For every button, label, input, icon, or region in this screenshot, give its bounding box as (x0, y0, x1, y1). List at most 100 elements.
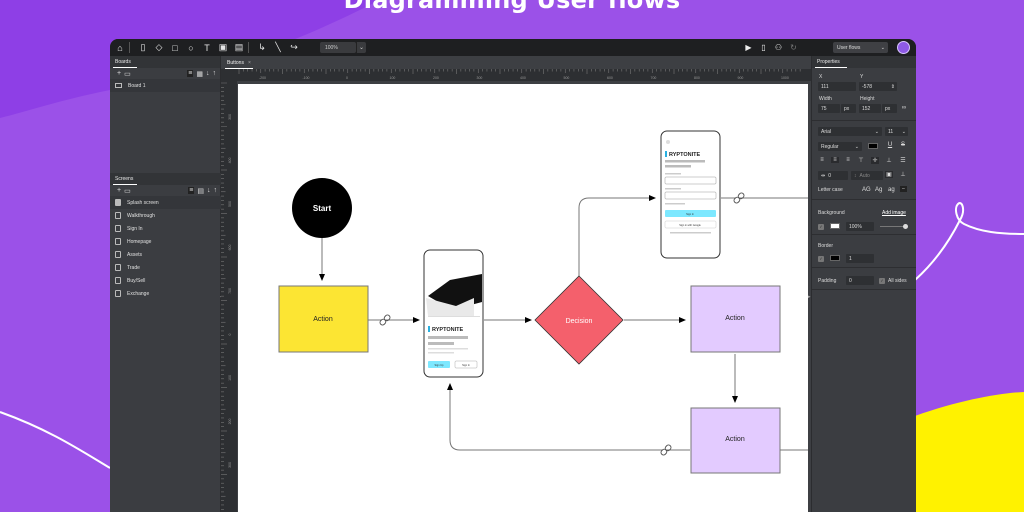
tab-screens[interactable]: Screens (110, 173, 221, 185)
opacity-slider-knob[interactable] (903, 224, 908, 229)
border-checkbox[interactable]: ✓ (818, 256, 824, 262)
screen-item[interactable]: Assets (110, 248, 221, 261)
screen-item[interactable]: Homepage (110, 235, 221, 248)
start-node[interactable] (292, 178, 352, 238)
opacity-slider-track[interactable] (880, 226, 906, 227)
home-icon[interactable]: ⌂ (117, 42, 123, 53)
align-middle-icon[interactable]: ✛ (871, 157, 879, 164)
action-node-yellow[interactable] (278, 285, 369, 353)
text-icon[interactable]: T (204, 42, 210, 53)
screen-item[interactable]: Walkthrough (110, 209, 221, 222)
tab-buttons[interactable]: Buttons × (224, 58, 254, 69)
fixed-size-icon[interactable]: ▣ (885, 171, 893, 178)
diamond-icon[interactable]: ◇ (155, 42, 163, 52)
add-image-link[interactable]: Add image (882, 210, 906, 216)
letter-case-uppercase[interactable]: AG (862, 187, 871, 193)
move-down-icon[interactable]: ↓ (207, 187, 211, 194)
circle-icon[interactable]: ○ (188, 42, 194, 53)
width-input[interactable]: 75 (818, 104, 840, 113)
folder-icon[interactable]: ▭ (124, 70, 131, 78)
page-icon[interactable]: ▯ (140, 42, 146, 52)
x-input[interactable]: 111 (818, 82, 856, 91)
letter-case-lowercase[interactable]: ag (888, 187, 895, 193)
list-icon[interactable]: ☰ (900, 158, 906, 164)
play-icon[interactable]: ▶ (745, 43, 752, 52)
link-icon[interactable] (733, 192, 745, 204)
font-size-select[interactable]: 11 ⌄ (885, 127, 908, 136)
strikethrough-icon[interactable]: S (900, 142, 905, 148)
move-up-icon[interactable]: ↑ (212, 70, 217, 77)
action-node-lilac[interactable] (690, 407, 781, 474)
list-view-icon[interactable]: ≡ (188, 187, 195, 194)
link-icon[interactable] (660, 444, 672, 456)
picture-icon[interactable]: ▤ (234, 42, 244, 52)
mobile-preview-icon[interactable]: ▯ (761, 43, 766, 52)
decision-node[interactable] (534, 275, 624, 365)
underline-icon[interactable]: U (887, 142, 893, 148)
padding-input[interactable]: 0 (846, 276, 874, 285)
height-input[interactable]: 152 (859, 104, 881, 113)
zoom-dropdown-chevron-icon[interactable]: ⌄ (356, 42, 366, 53)
background-checkbox[interactable]: ✓ (818, 224, 824, 230)
rectangle-icon[interactable]: □ (172, 42, 178, 53)
text-color-swatch[interactable] (868, 143, 878, 149)
screen-item[interactable]: Splash screen (110, 196, 221, 209)
screen-item[interactable]: Exchange (110, 287, 221, 300)
grid-view-icon[interactable]: ▤ (197, 187, 204, 195)
artboard[interactable]: Start Action Decision Action Action (238, 84, 808, 512)
add-user-icon[interactable]: ⚇ (774, 43, 783, 52)
close-icon[interactable]: × (247, 60, 251, 66)
user-avatar[interactable] (897, 41, 910, 54)
align-right-icon[interactable]: ≡ (846, 157, 850, 163)
align-center-icon[interactable]: ≡ (831, 157, 839, 163)
history-icon[interactable]: ↻ (790, 43, 797, 52)
align-top-icon[interactable]: ⊤ (858, 158, 864, 164)
align-left-icon[interactable]: ≡ (820, 157, 824, 163)
screen-node-splash[interactable]: RYPTONITE Sign Up Sign In (423, 249, 484, 378)
letter-spacing-input[interactable]: ⇹ 0 (818, 171, 848, 180)
all-sides-checkbox[interactable]: ✓ (879, 278, 885, 284)
font-family-select[interactable]: Arial ⌄ (818, 127, 882, 136)
letter-case-titlecase[interactable]: Ag (875, 187, 883, 193)
image-icon[interactable]: ▣ (218, 42, 228, 52)
grid-view-icon[interactable]: ▦ (196, 70, 203, 78)
border-width-input[interactable]: 1 (846, 254, 874, 263)
board-item[interactable]: Board 1 (110, 79, 220, 92)
connector-decision-to-screen2[interactable] (578, 195, 656, 276)
connector-action3-to-screen1[interactable] (447, 383, 690, 451)
elbow-connector-icon[interactable]: ↳ (258, 42, 266, 52)
font-weight-select[interactable]: Regular ⌄ (818, 142, 862, 151)
add-icon[interactable]: + (117, 70, 122, 77)
y-input[interactable]: -578 ⇕ (859, 82, 897, 91)
link-proportions-icon[interactable]: ∞ (901, 105, 907, 111)
letter-case-none[interactable]: – (900, 186, 907, 192)
collapse-right-panel-icon[interactable]: ▸ (808, 294, 811, 300)
zoom-level-input[interactable]: 100% (320, 42, 356, 53)
tab-properties[interactable]: Properties (812, 56, 916, 68)
straight-connector-icon[interactable]: ╲ (275, 42, 281, 52)
screen-item[interactable]: Buy/Sell (110, 274, 221, 287)
move-down-icon[interactable]: ↓ (206, 70, 210, 77)
line-height-input[interactable]: ↕ Auto (851, 171, 883, 180)
background-color-swatch[interactable] (830, 223, 840, 229)
folder-icon[interactable]: ▭ (124, 187, 131, 195)
list-view-icon[interactable]: ≡ (187, 70, 194, 77)
width-unit-select[interactable]: px (841, 104, 856, 113)
auto-height-icon[interactable]: ⊥ (900, 172, 906, 178)
action-node-lilac[interactable] (690, 285, 781, 353)
background-opacity-input[interactable]: 100% (846, 222, 874, 231)
curved-connector-icon[interactable]: ↪ (290, 42, 298, 52)
link-icon[interactable] (379, 314, 391, 326)
screen-item[interactable]: Sign In (110, 222, 221, 235)
height-unit-select[interactable]: px (882, 104, 897, 113)
align-bottom-icon[interactable]: ⊥ (886, 158, 892, 164)
screen-item[interactable]: Trade (110, 261, 221, 274)
move-up-icon[interactable]: ↑ (213, 187, 218, 194)
add-icon[interactable]: + (117, 187, 122, 194)
screen-node-signin[interactable]: RYPTONITE Sign In Sign in with Google (660, 130, 721, 259)
tab-boards[interactable]: Boards (110, 56, 220, 68)
flow-selector[interactable]: User flows ⌄ (833, 42, 888, 53)
stepper-icon[interactable]: ⇕ (890, 83, 895, 90)
